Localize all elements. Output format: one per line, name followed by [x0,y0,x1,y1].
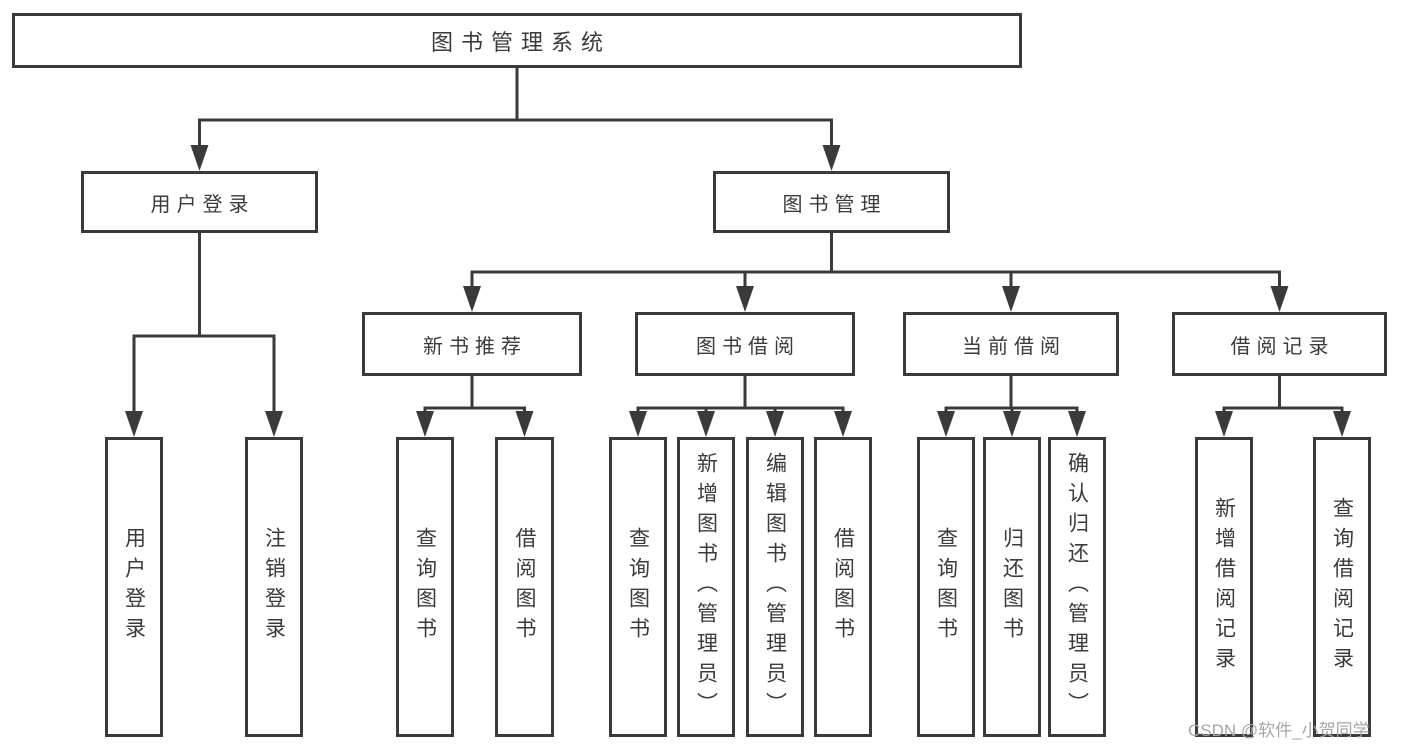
node-br-query-record-label: 查询借阅记录 [1330,497,1354,677]
node-book-management: 图书管理 [713,171,950,233]
arrowhead-icon [697,411,715,437]
node-bb-add-book-admin: 新增图书（管理员） [677,437,735,737]
node-cb-confirm-return-admin-label: 确认归还（管理员） [1065,452,1089,722]
node-bb-query-book-label: 查询图书 [626,527,650,647]
node-library-management-system: 图书管理系统 [12,13,1022,68]
node-nbr-borrow-book-label: 借阅图书 [513,527,536,647]
node-user-login-leaf-label: 用户登录 [122,527,146,647]
node-br-add-record-label: 新增借阅记录 [1212,497,1236,677]
arrowhead-icon [1003,411,1021,437]
arrowhead-icon [766,411,784,437]
node-user-login: 用户登录 [81,171,318,233]
arrowhead-icon [629,411,647,437]
node-library-management-system-label: 图书管理系统 [430,29,611,55]
node-cb-return-book: 归还图书 [983,437,1041,737]
arrowhead-icon [515,411,534,437]
arrowhead-icon [265,411,283,437]
connector-book-borrow-to-leaves [629,376,852,437]
node-borrow-records-label: 借阅记录 [1230,335,1335,358]
node-book-management-label: 图书管理 [782,193,887,216]
node-nbr-query-book: 查询图书 [396,437,454,737]
arrowhead-icon [190,145,209,171]
arrowhead-icon [834,411,852,437]
node-br-query-record: 查询借阅记录 [1313,437,1371,737]
node-bb-borrow-book-label: 借阅图书 [831,527,855,647]
node-logout-leaf-label: 注销登录 [262,527,286,647]
node-new-book-recommend: 新书推荐 [362,312,582,376]
arrowhead-icon [822,145,841,171]
connector-new-book-to-leaves [416,376,534,437]
arrowhead-icon [1002,286,1020,312]
node-current-borrow-label: 当前借阅 [962,335,1066,358]
node-nbr-borrow-book: 借阅图书 [495,437,554,737]
node-bb-edit-book-admin-label: 编辑图书（管理员） [763,452,787,722]
arrowhead-icon [125,411,143,437]
arrowhead-icon [736,286,754,312]
node-cb-return-book-label: 归还图书 [1000,527,1024,647]
node-book-borrow: 图书借阅 [635,312,855,376]
node-br-add-record: 新增借阅记录 [1195,437,1253,737]
node-nbr-query-book-label: 查询图书 [413,527,437,647]
node-new-book-recommend-label: 新书推荐 [423,335,527,358]
arrowhead-icon [1270,286,1289,312]
connector-borrow-records-to-leaves [1215,376,1351,437]
node-bb-query-book: 查询图书 [609,437,667,737]
node-cb-query-book: 查询图书 [917,437,975,737]
csdn-watermark: CSDN @软件_小贺同学 [1188,721,1370,740]
arrowhead-icon [463,286,481,312]
connector-root-to-level1 [190,68,841,171]
node-bb-add-book-admin-label: 新增图书（管理员） [694,452,718,722]
connector-current-borrow-to-leaves [937,376,1086,437]
node-current-borrow: 当前借阅 [903,312,1119,376]
node-cb-query-book-label: 查询图书 [934,527,958,647]
arrowhead-icon [1333,411,1351,437]
connector-user-login-to-leaves [125,233,283,437]
node-cb-confirm-return-admin: 确认归还（管理员） [1048,437,1106,737]
node-logout-leaf: 注销登录 [245,437,303,737]
arrowhead-icon [937,411,955,437]
arrowhead-icon [1215,411,1233,437]
node-user-login-label: 用户登录 [150,193,255,216]
node-bb-borrow-book: 借阅图书 [814,437,872,737]
arrowhead-icon [416,411,434,437]
node-user-login-leaf: 用户登录 [105,437,163,737]
arrowhead-icon [1068,411,1086,437]
connector-book-management-to-level2 [463,233,1289,312]
node-book-borrow-label: 图书借阅 [696,335,800,358]
node-bb-edit-book-admin: 编辑图书（管理员） [746,437,804,737]
node-borrow-records: 借阅记录 [1172,312,1387,376]
